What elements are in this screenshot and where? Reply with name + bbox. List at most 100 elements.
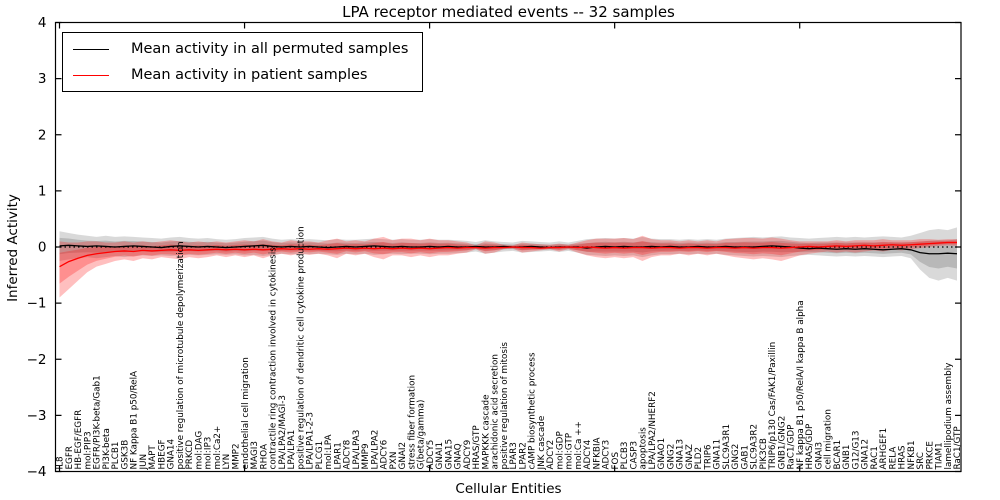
svg-text:SLC9A3R1: SLC9A3R1 (722, 424, 732, 470)
svg-text:mol:PIP3: mol:PIP3 (83, 431, 93, 469)
svg-text:GNG2: GNG2 (666, 444, 676, 470)
svg-text:LPAR3: LPAR3 (509, 442, 519, 469)
svg-text:PLCG1: PLCG1 (315, 441, 325, 470)
svg-text:arachidonic acid secretion: arachidonic acid secretion (491, 354, 501, 469)
svg-text:PLCB1: PLCB1 (111, 442, 121, 470)
legend-patient-label: Mean activity in patient samples (131, 67, 368, 83)
svg-text:GNAQ: GNAQ (454, 443, 464, 469)
svg-text:GNA15: GNA15 (444, 439, 454, 470)
svg-text:PLCB3: PLCB3 (620, 442, 630, 470)
svg-text:GNA12: GNA12 (861, 439, 871, 470)
legend-row-patient: Mean activity in patient samples (73, 67, 408, 83)
svg-text:RELA: RELA (888, 447, 898, 470)
svg-text:GNA13: GNA13 (676, 439, 686, 470)
svg-text:LYN: LYN (222, 454, 232, 470)
svg-text:JUN: JUN (139, 454, 149, 471)
svg-text:IL8: IL8 (56, 456, 66, 469)
permuted-band (59, 227, 957, 281)
svg-text:TIAM1: TIAM1 (935, 442, 945, 470)
svg-text:GNB1: GNB1 (842, 444, 852, 469)
svg-text:PI3K-beta: PI3K-beta (102, 428, 112, 469)
y-axis-label: Inferred Activity (5, 194, 21, 302)
legend-patient-line-icon (73, 74, 109, 76)
svg-text:NFKB1: NFKB1 (907, 440, 917, 469)
svg-text:−2: −2 (27, 352, 47, 368)
svg-text:3: 3 (38, 71, 47, 87)
legend-row-permuted: Mean activity in all permuted samples (73, 41, 408, 57)
svg-text:PIK3CB: PIK3CB (759, 438, 769, 469)
svg-text:ADCY5: ADCY5 (426, 440, 436, 470)
svg-text:FOS: FOS (611, 452, 621, 470)
svg-text:GNAI2: GNAI2 (398, 442, 408, 470)
svg-text:NFKBIA: NFKBIA (592, 437, 602, 469)
svg-text:LPA/LPA1-2-3: LPA/LPA1-2-3 (306, 412, 316, 469)
svg-text:CASP3: CASP3 (629, 441, 639, 470)
svg-text:HRAS: HRAS (898, 445, 908, 469)
svg-text:TRIP6: TRIP6 (703, 444, 713, 470)
chart-title: LPA receptor mediated events -- 32 sampl… (342, 3, 675, 21)
svg-text:MAPKKK cascade: MAPKKK cascade (481, 394, 491, 469)
svg-text:−3: −3 (27, 408, 47, 424)
svg-text:mol:DAG: mol:DAG (194, 431, 204, 470)
svg-text:JNK cascade: JNK cascade (537, 416, 547, 471)
svg-text:PXN: PXN (389, 452, 399, 470)
svg-text:LPA/LPA2/MAGI-3: LPA/LPA2/MAGI-3 (278, 395, 288, 469)
svg-text:mol:GTP: mol:GTP (565, 433, 575, 470)
svg-text:SLC9A3R2: SLC9A3R2 (750, 424, 760, 470)
svg-text:mol:Ca2+: mol:Ca2+ (213, 426, 223, 470)
svg-text:mol:Ca ++: mol:Ca ++ (574, 421, 584, 469)
svg-text:G12/G13: G12/G13 (851, 431, 861, 470)
svg-text:NF Kappa B1 p50/RelA: NF Kappa B1 p50/RelA (130, 371, 140, 470)
svg-text:LPA/LPA2: LPA/LPA2 (370, 430, 380, 470)
svg-text:SRC: SRC (916, 452, 926, 469)
svg-text:LPA/LPA2/NHERF2: LPA/LPA2/NHERF2 (648, 391, 658, 469)
svg-text:RAC1: RAC1 (870, 446, 880, 469)
svg-text:4: 4 (38, 15, 47, 31)
svg-text:GNAI1: GNAI1 (435, 442, 445, 470)
svg-text:endothelial cell migration: endothelial cell migration (241, 357, 251, 469)
svg-text:PRKCD: PRKCD (185, 440, 195, 470)
svg-text:RHOA: RHOA (259, 444, 269, 470)
svg-text:ADCY4: ADCY4 (583, 439, 593, 469)
svg-text:GSK3B: GSK3B (120, 440, 130, 470)
svg-text:PLD2: PLD2 (694, 447, 704, 470)
svg-text:ADCY6: ADCY6 (380, 439, 390, 469)
svg-text:GNB1/GNG2: GNB1/GNG2 (777, 416, 787, 470)
svg-text:2: 2 (38, 127, 47, 143)
svg-text:stress fiber formation: stress fiber formation (407, 375, 417, 470)
svg-text:mol:IP3: mol:IP3 (204, 437, 214, 470)
svg-text:cAMP biosynthetic process: cAMP biosynthetic process (528, 352, 538, 470)
svg-text:EGFR: EGFR (65, 446, 75, 470)
svg-text:HB-EGF/EGFR: HB-EGF/EGFR (74, 410, 84, 470)
svg-text:GNA14: GNA14 (167, 438, 177, 469)
svg-text:contractile ring contraction i: contractile ring contraction involved in… (269, 247, 279, 470)
svg-text:HRAS/GTP: HRAS/GTP (472, 425, 482, 469)
svg-text:TRIP6/p130 Cas/FAK1/Paxillin: TRIP6/p130 Cas/FAK1/Paxillin (768, 342, 778, 471)
svg-text:LPA/LPA1: LPA/LPA1 (287, 430, 297, 470)
svg-text:RaC1/GDP: RaC1/GDP (787, 425, 797, 470)
svg-text:EGFR/PI3K-beta/Gab1: EGFR/PI3K-beta/Gab1 (93, 375, 103, 469)
svg-text:positive regulation of dendrit: positive regulation of dendritic cell cy… (296, 226, 306, 469)
patient-band (59, 235, 957, 298)
svg-text:MAGI3: MAGI3 (250, 441, 260, 469)
svg-text:ADCY9: ADCY9 (463, 440, 473, 470)
svg-text:LPAR2: LPAR2 (518, 442, 528, 469)
svg-text:GAB1: GAB1 (740, 445, 750, 469)
legend-permuted-line-icon (73, 48, 109, 50)
svg-text:RaC1/GTP: RaC1/GTP (953, 426, 963, 469)
svg-text:0: 0 (38, 240, 47, 256)
svg-text:lamellipodium assembly: lamellipodium assembly (944, 363, 954, 470)
legend: Mean activity in all permuted samples Me… (62, 32, 424, 92)
svg-text:ADCY2: ADCY2 (546, 440, 556, 470)
svg-text:GNG2: GNG2 (731, 444, 741, 470)
svg-text:1: 1 (38, 183, 47, 199)
svg-text:NF kappa B1 p50/RelA/I kappa B: NF kappa B1 p50/RelA/I kappa B alpha (796, 300, 806, 469)
svg-text:GNAI3: GNAI3 (814, 442, 824, 470)
svg-text:GNAO1: GNAO1 (657, 438, 667, 470)
svg-text:cell migration: cell migration (824, 409, 834, 469)
svg-text:LPA/LPA3: LPA/LPA3 (352, 430, 362, 470)
x-axis-label: Cellular Entities (455, 481, 562, 497)
